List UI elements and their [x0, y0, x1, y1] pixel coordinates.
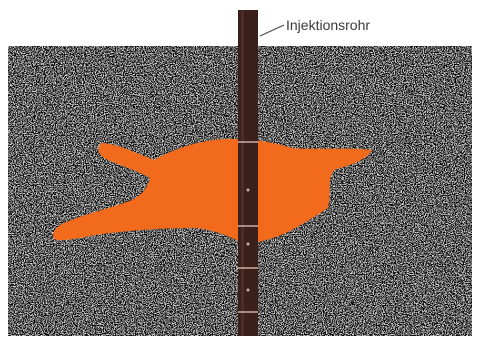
- injection-pipe: [238, 10, 258, 336]
- label-leader-line: [260, 25, 284, 36]
- injection-pipe-label: Injektionsrohr: [286, 17, 370, 33]
